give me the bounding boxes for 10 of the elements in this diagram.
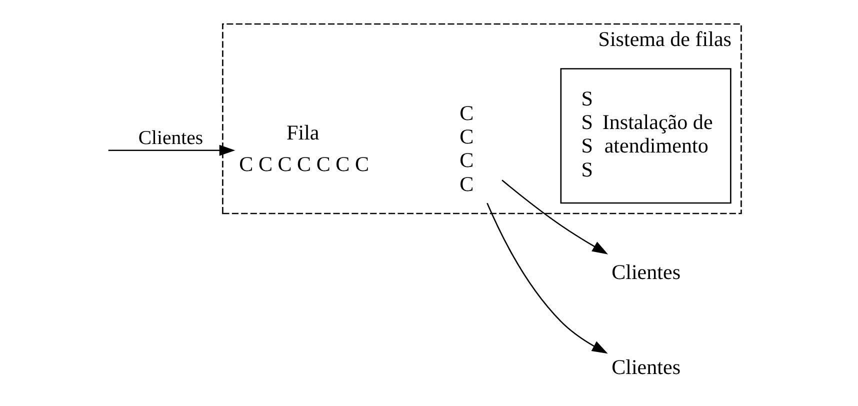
node-box: S S S S Instalação de atendimento: [560, 68, 731, 204]
node-label: Fila: [286, 120, 319, 145]
node-text: C C C C: [459, 100, 474, 196]
node-text: Clientes: [611, 354, 680, 379]
arrow: [501, 180, 608, 254]
arrow: [108, 144, 235, 156]
edge-label: Clientes: [138, 126, 203, 149]
arrow: [486, 202, 608, 354]
node-text: C C C C C C C: [238, 152, 368, 176]
node-text: Clientes: [611, 260, 680, 284]
